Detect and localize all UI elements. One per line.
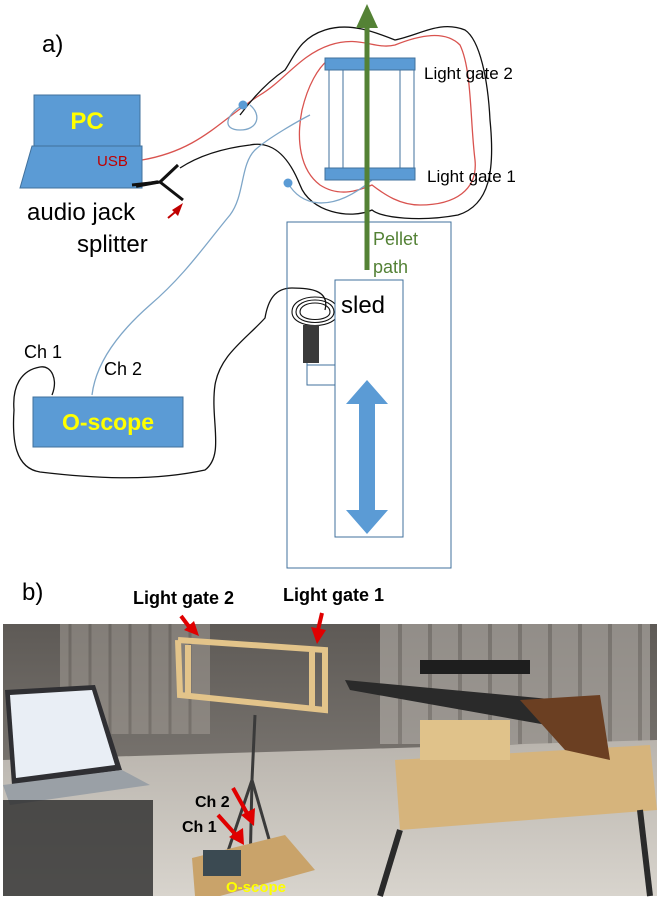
splitter-label-line2: splitter <box>77 231 148 258</box>
light-gate-2-bar <box>324 57 416 71</box>
arrow-ch1-head <box>229 828 244 845</box>
rail-assembly: sled <box>286 221 452 569</box>
oscope-label: O-scope <box>62 409 154 435</box>
photo-light-gate-frame <box>175 637 328 714</box>
photo-oscope-label: O-scope <box>226 879 286 896</box>
light-gate-1-bar <box>324 167 416 181</box>
pellet-path: Pellet path <box>356 4 418 277</box>
light-gate-2-label: Light gate 2 <box>424 64 513 83</box>
audio-jack-splitter: audio jack splitter <box>27 163 184 258</box>
photo-light-gate-1-label: Light gate 1 <box>283 585 384 605</box>
ch2-blue-wire <box>91 114 311 396</box>
blue-wire-node <box>227 104 258 131</box>
photo-light-gate-2-label: Light gate 2 <box>133 588 234 608</box>
oscilloscope: O-scope Ch 1 Ch 2 <box>24 342 184 448</box>
photo-oscope: O-scope <box>192 835 315 896</box>
photo-rifle <box>345 660 610 760</box>
photo-pointer-arrows <box>179 612 326 845</box>
arrow-light-gate-1-head <box>311 627 326 644</box>
light-gates: Light gate 2 Light gate 1 <box>324 57 516 186</box>
sensor-block <box>303 325 319 363</box>
arrow-ch2 <box>231 787 250 816</box>
panel-a-label: a) <box>42 31 63 58</box>
pc-label: PC <box>70 108 103 135</box>
blue-wire-right <box>287 179 373 204</box>
photo-ch2-label: Ch 2 <box>195 794 230 811</box>
ch1-label: Ch 1 <box>24 342 62 362</box>
setup-photo: O-scope Ch 2 Ch 1 <box>3 624 657 897</box>
sled-motion-arrow <box>346 380 388 534</box>
splitter-label-line1: audio jack <box>27 199 136 226</box>
wires <box>12 26 493 479</box>
black-wire-to-gates <box>179 26 493 220</box>
sled-coil <box>291 296 339 327</box>
splitter-pointer-head <box>172 203 183 216</box>
photo-ch1-label: Ch 1 <box>182 819 217 836</box>
pellet-label-line1: Pellet <box>373 229 418 249</box>
arrow-ch2-head <box>241 808 255 826</box>
panel-a: a) PC USB audio jack splitter <box>12 4 516 569</box>
arrow-light-gate-2-head <box>184 621 199 636</box>
ch1-black-wire <box>12 287 327 479</box>
pc-laptop: PC USB <box>19 94 143 189</box>
sled-label: sled <box>341 292 385 319</box>
usb-label: USB <box>97 153 128 170</box>
arrow-light-gate-1 <box>316 612 324 631</box>
arrow-ch1 <box>216 813 238 837</box>
usb-wire-red <box>141 34 476 206</box>
panel-b-label: b) <box>22 579 43 606</box>
wire-junction-2 <box>283 178 293 188</box>
ch2-label: Ch 2 <box>104 359 142 379</box>
pellet-path-arrowhead <box>356 4 378 28</box>
light-gate-1-label: Light gate 1 <box>427 167 516 186</box>
pellet-label-line2: path <box>373 257 408 277</box>
panel-b: b) Light gate 2 Light gate 1 <box>3 579 657 897</box>
photo-rifle-rest <box>377 720 657 897</box>
photo-laptop <box>3 685 153 896</box>
wire-junction-1 <box>238 100 248 110</box>
